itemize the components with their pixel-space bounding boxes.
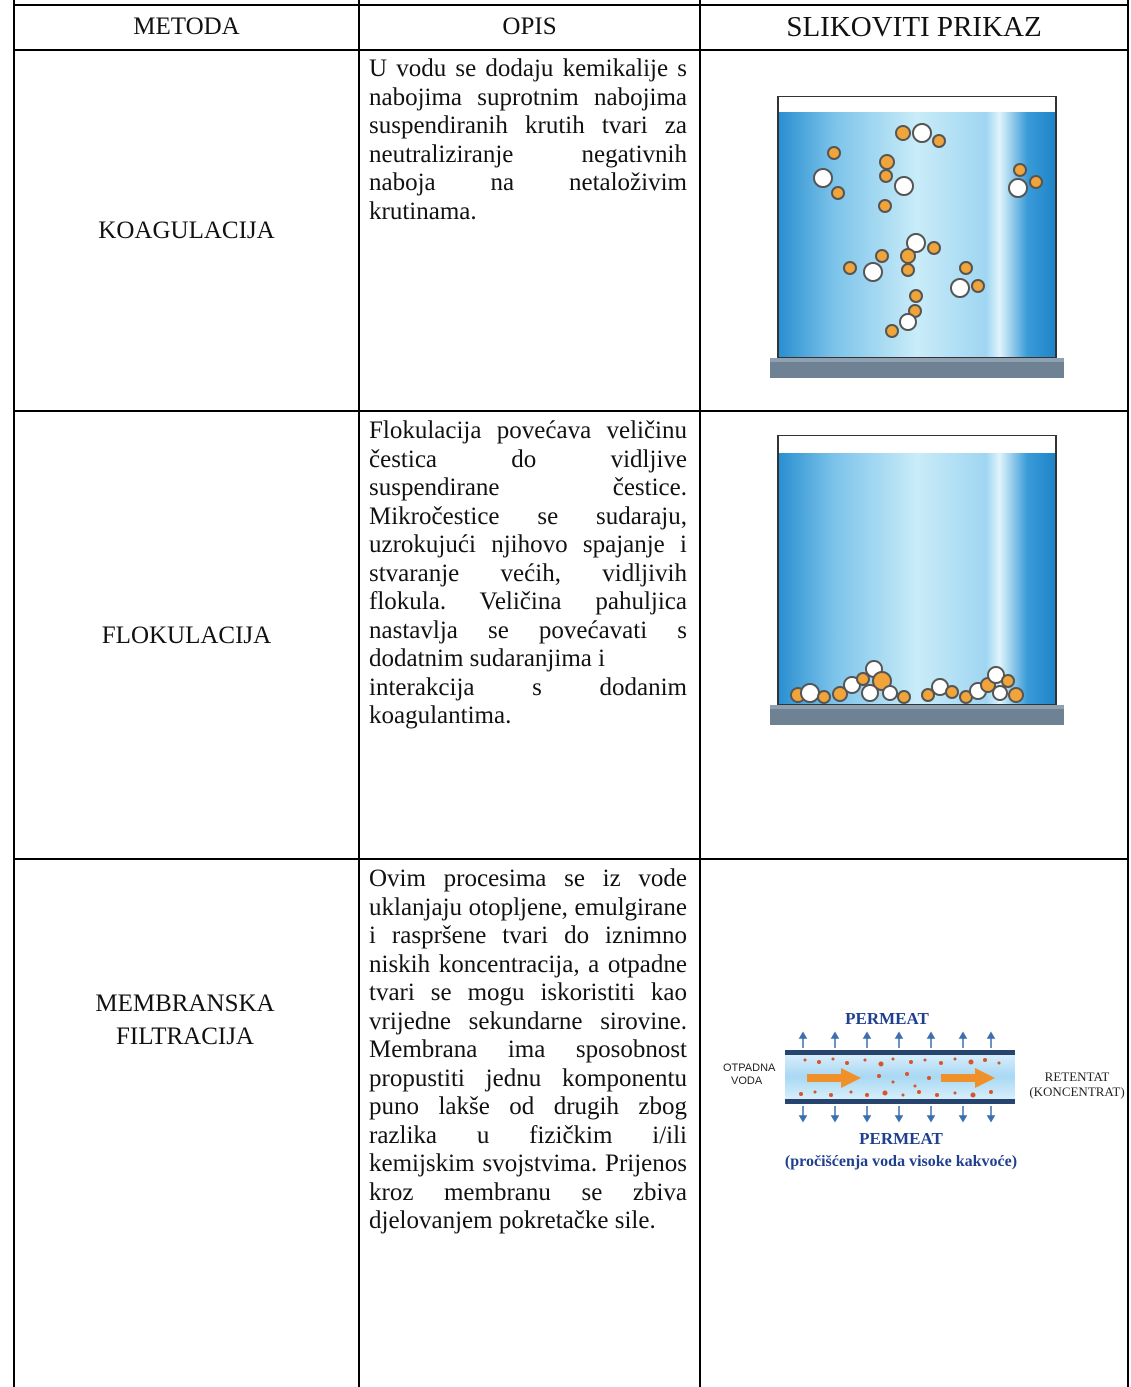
description-flocculation: Flokulacija povećava veličinu čestica do… <box>369 417 687 731</box>
waste-water-label-2: VODA <box>731 1075 763 1087</box>
permeat-top-label: PERMEAT <box>845 1009 929 1028</box>
retained-particles <box>799 1057 1001 1098</box>
settled-flocs <box>790 660 1024 704</box>
method-membrane-filtration: MEMBRANSKA FILTRACIJA <box>95 990 275 1050</box>
membrane-filtration-diagram: PERMEAT OTPADNA VODA RETEN <box>723 1009 1125 1170</box>
header-description: OPIS <box>502 13 557 40</box>
flocculation-illustration <box>770 435 1064 725</box>
description-flocculation-text-cont: interakcija s dodanim koagulantima. <box>369 673 687 730</box>
permeat-bottom-arrows <box>798 1106 996 1123</box>
permeat-quality-label: (pročišćenja voda visoke kakvoće) <box>785 1153 1017 1170</box>
coagulation-illustration <box>770 96 1064 378</box>
waste-water-label-1: OTPADNA <box>723 1062 776 1074</box>
permeat-top-arrows <box>798 1031 996 1048</box>
retentate-label-2: (KONCENTRAT) <box>1029 1084 1124 1099</box>
description-flocculation-text: Flokulacija povećava veličinu čestica do… <box>369 417 687 672</box>
method-flocculation: FLOKULACIJA <box>101 621 272 649</box>
description-membrane-filtration-text: Ovim procesima se iz vode uklanjaju otop… <box>369 865 687 1234</box>
flow-arrows <box>807 1068 995 1088</box>
permeat-bottom-label: PERMEAT <box>859 1129 943 1148</box>
description-coagulation-text: U vodu se dodaju kemikalije s nabojima s… <box>369 55 687 225</box>
retentate-label-1: RETENTAT <box>1045 1069 1110 1084</box>
header-illustration: SLIKOVITI PRIKAZ <box>786 10 1042 43</box>
description-coagulation: U vodu se dodaju kemikalije s nabojima s… <box>369 55 687 226</box>
method-coagulation: KOAGULACIJA <box>98 217 275 244</box>
description-membrane-filtration: Ovim procesima se iz vode uklanjaju otop… <box>369 865 687 1387</box>
header-method: METODA <box>133 13 240 40</box>
floating-particles <box>813 123 1043 338</box>
